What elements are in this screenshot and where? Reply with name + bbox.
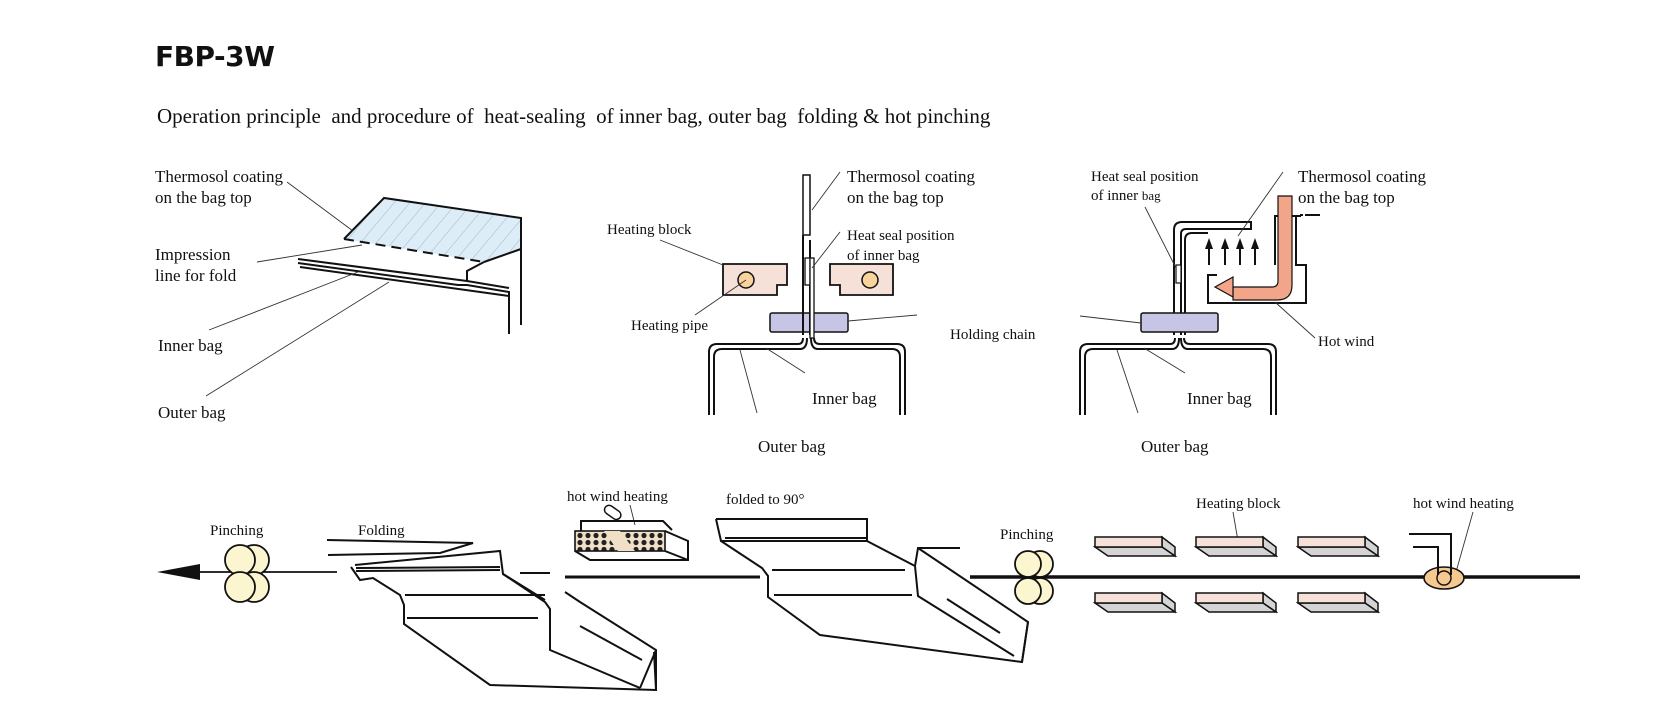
- label-hot-wind-heating-left: hot wind heating: [567, 489, 668, 505]
- heating-block-left: [722, 263, 788, 296]
- label-heating-block: Heating block: [1196, 496, 1281, 512]
- label-on-bag-top: on the bag top: [1298, 188, 1395, 207]
- label-thermosol-coating: Thermosol coating: [847, 167, 975, 186]
- hot-wind-up-arrows: [1205, 238, 1259, 265]
- label-pinching-right: Pinching: [1000, 527, 1054, 543]
- label-inner-bag: Inner bag: [158, 336, 223, 355]
- pinching-rollers-right: [1014, 550, 1054, 605]
- hot-wind-heater-left: [574, 504, 689, 561]
- bag-folded-90-stage: [715, 518, 1030, 664]
- label-thermosol-coating: Thermosol coating: [1298, 167, 1426, 186]
- diagram-subtitle: Operation principle and procedure of hea…: [157, 104, 991, 128]
- heating-blocks-upper: [1092, 535, 1381, 558]
- heating-blocks-lower: [1092, 591, 1381, 614]
- process-line: Pinching Folding hot wind heating: [157, 489, 1580, 692]
- label-on-bag-top: on the bag top: [847, 188, 944, 207]
- label-of-inner-bag: of inner bag: [1091, 188, 1161, 204]
- bag-folding-stage: [350, 566, 658, 692]
- flow-direction-arrow-icon: [157, 564, 200, 580]
- label-outer-bag: Outer bag: [758, 437, 826, 456]
- label-inner-bag: Inner bag: [812, 389, 877, 408]
- label-on-bag-top: on the bag top: [155, 188, 252, 207]
- hot-wind-arrow: [1213, 275, 1234, 299]
- model-title: FBP-3W: [155, 40, 275, 73]
- heating-pipe-right: [861, 271, 879, 289]
- label-thermosol-coating: Thermosol coating: [155, 167, 283, 186]
- panel-2-heat-sealing: Thermosol coating on the bag top Heating…: [607, 167, 975, 456]
- label-hot-wind: Hot wind: [1318, 334, 1375, 350]
- thermosol-coating-area: [344, 198, 521, 262]
- pinching-rollers-left: [224, 544, 270, 603]
- label-heat-seal-position: Heat seal position: [847, 228, 955, 244]
- panel-1-bag-top: Thermosol coating on the bag top Impress…: [155, 167, 522, 422]
- impression-fold-line: [343, 238, 485, 263]
- label-heating-pipe: Heating pipe: [631, 318, 708, 334]
- label-pinching-left: Pinching: [210, 523, 264, 539]
- label-line-for-fold: line for fold: [155, 266, 237, 285]
- label-folded-to-90: folded to 90°: [726, 492, 805, 508]
- label-impression: Impression: [155, 245, 231, 264]
- label-of-inner-bag: of inner bag: [847, 248, 920, 264]
- label-inner-bag: Inner bag: [1187, 389, 1252, 408]
- label-outer-bag: Outer bag: [1141, 437, 1209, 456]
- label-heating-block: Heating block: [607, 222, 692, 238]
- folding-guides: [326, 539, 546, 601]
- label-hot-wind-heating-right: hot wind heating: [1413, 496, 1514, 512]
- label-outer-bag: Outer bag: [158, 403, 226, 422]
- holding-chain: [1140, 312, 1219, 333]
- label-holding-chain: Holding chain: [950, 327, 1036, 343]
- panel-3-hot-wind: Heat seal position of inner bag Thermoso…: [950, 167, 1426, 456]
- label-heat-seal-position: Heat seal position: [1091, 169, 1199, 185]
- label-folding: Folding: [358, 523, 405, 539]
- hot-wind-heater-right: [1409, 533, 1465, 590]
- hot-wind-duct: [1232, 195, 1293, 301]
